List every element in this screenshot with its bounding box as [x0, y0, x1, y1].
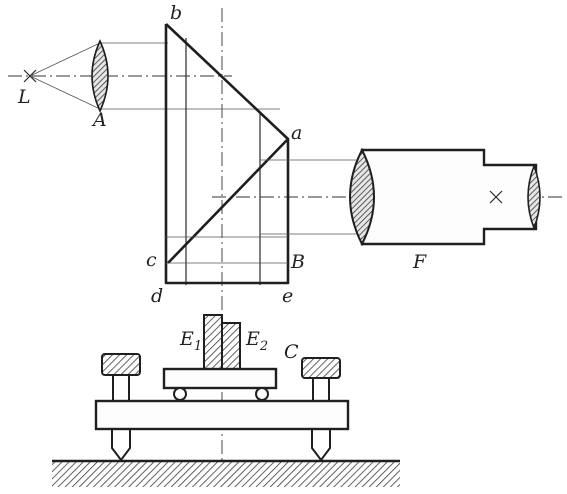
- support-ball-left: [173, 387, 187, 401]
- gauge-block-1: [203, 314, 223, 370]
- lens-label: A: [91, 109, 107, 131]
- collimator-lens: [91, 39, 109, 113]
- gauge-2-label: E2: [245, 328, 268, 354]
- eyepiece-lens: [527, 163, 541, 231]
- leveling-screw-left: [101, 353, 141, 462]
- gauge-1-label: E1: [179, 328, 202, 354]
- base-plate: [94, 399, 350, 431]
- corner-big-b-label: B: [290, 251, 305, 273]
- telescope-label: F: [412, 251, 427, 273]
- corner-e-label: e: [282, 285, 293, 307]
- source-label: L: [17, 86, 31, 108]
- corner-c-label: c: [146, 249, 157, 271]
- corner-b-label: b: [170, 2, 182, 24]
- light-source-rays: [29, 42, 280, 110]
- gauge-table-plate: [162, 367, 278, 390]
- leveling-screw-right: [301, 357, 341, 462]
- table-label: C: [284, 341, 299, 363]
- telescope: [349, 147, 541, 247]
- gauge-block-2: [221, 322, 241, 370]
- objective-lens: [349, 147, 375, 247]
- light-source-star-icon: [23, 69, 37, 83]
- corner-a-label: a: [291, 122, 302, 144]
- prism: [164, 23, 290, 285]
- ground-hatching: [52, 461, 400, 487]
- corner-d-label: d: [151, 285, 163, 307]
- support-ball-right: [255, 387, 269, 401]
